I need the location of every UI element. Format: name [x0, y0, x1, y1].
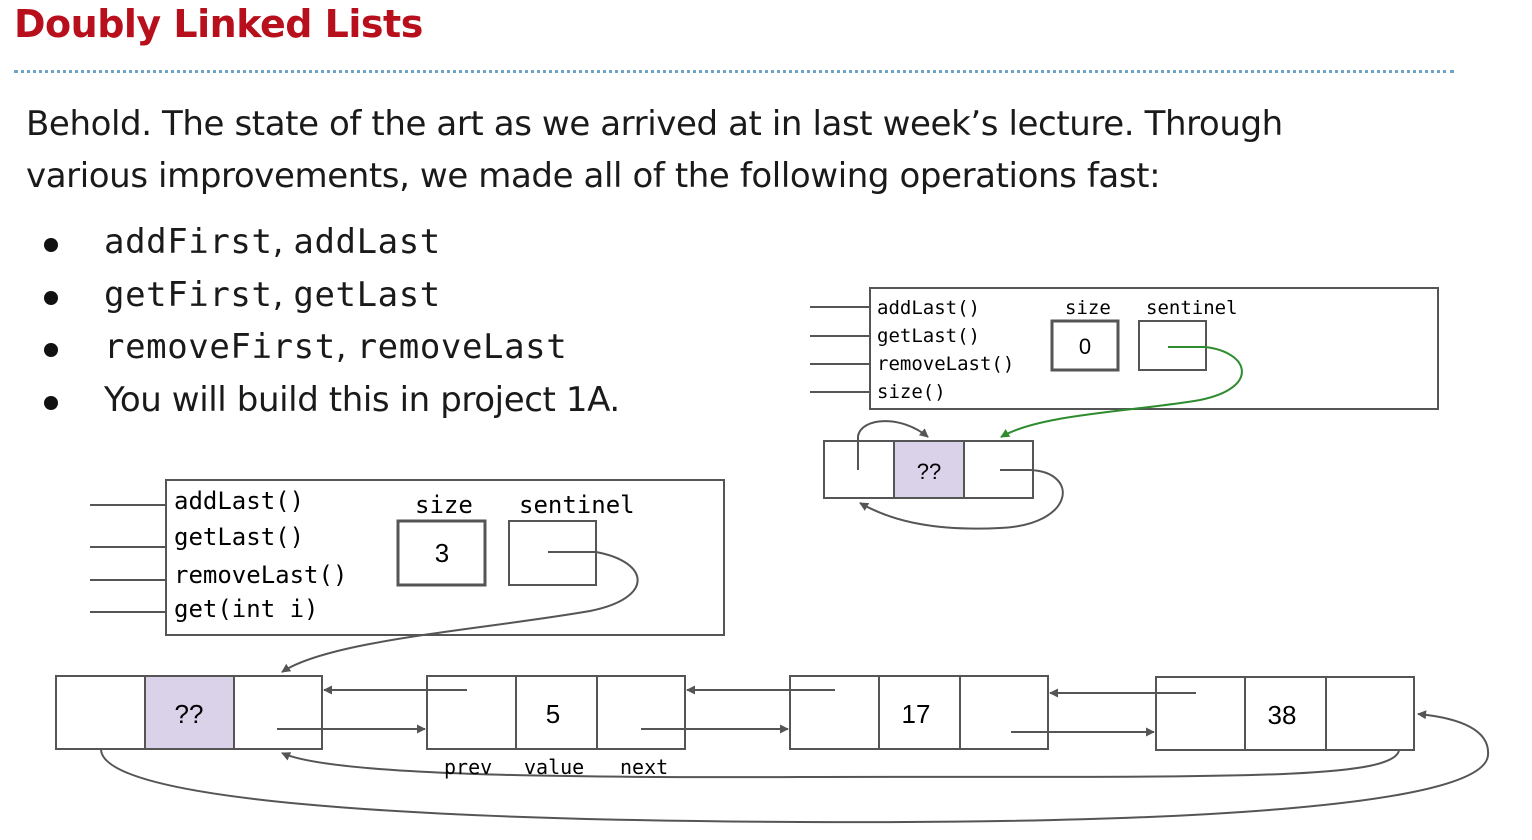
full-list-diagram: addLast() getLast() removeLast() get(int… [55, 479, 1490, 824]
self-next-arrow [859, 469, 1064, 530]
node-value-cell [515, 675, 598, 750]
code-addFirst: addFirst [104, 222, 273, 262]
node-prev-cell [789, 675, 880, 750]
bullet-dot-icon [44, 290, 58, 305]
method-label: addLast() [877, 297, 980, 319]
node-prev-cell [55, 675, 146, 750]
size-value: 0 [1079, 334, 1091, 359]
empty-list-diagram: addLast() getLast() removeLast() size() … [810, 287, 1439, 530]
value-field-label: value [524, 755, 584, 779]
node-value-cell [878, 675, 961, 750]
empty-list-object [869, 287, 1439, 410]
title-divider [14, 70, 1454, 73]
separator: , [335, 327, 357, 367]
method-label: removeLast() [877, 353, 1014, 375]
method-label: size() [877, 381, 946, 403]
intro-line-1: Behold. The state of the art as we arriv… [26, 104, 1283, 144]
code-removeLast: removeLast [356, 327, 568, 367]
intro-line-2: various improvements, we made all of the… [26, 156, 1161, 196]
sentinel-value: ?? [917, 459, 941, 484]
self-prev-arrow [857, 420, 929, 470]
sentinel-value: ?? [175, 699, 204, 729]
bullet-project: You will build this in project 1A. [40, 374, 620, 427]
node-value: 5 [546, 699, 560, 729]
last-next-to-sentinel-arrow [281, 749, 1400, 779]
size-field-label: size [415, 491, 473, 519]
sentinel-value-cell [144, 675, 235, 750]
sentinel-field-label: sentinel [519, 491, 635, 519]
code-getLast: getLast [293, 274, 441, 315]
separator: , [272, 222, 294, 262]
sentinel-value-cell [893, 440, 965, 499]
bullet-dot-icon [44, 343, 58, 357]
operations-list: addFirst, addLast getFirst, getLast remo… [40, 216, 620, 426]
next-field-label: next [620, 755, 668, 779]
node-prev-cell [426, 675, 517, 750]
node-value: 17 [902, 699, 931, 729]
node-next-cell [233, 675, 323, 750]
sentinel-field-label: sentinel [1146, 297, 1238, 319]
code-getFirst: getFirst [104, 274, 273, 315]
method-label: getLast() [877, 325, 980, 347]
sentinel-pointer-arrow [1000, 346, 1243, 438]
prev-field-label: prev [444, 755, 492, 779]
bullet-get: getFirst, getLast [40, 269, 620, 322]
intro-paragraph: Behold. The state of the art as we arriv… [26, 98, 1426, 202]
bullet-add: addFirst, addLast [40, 216, 620, 269]
sentinel-pointer-arrow [281, 551, 639, 673]
size-value: 3 [435, 538, 449, 568]
node-next-cell [1325, 676, 1415, 751]
node-value: 38 [1268, 700, 1297, 730]
node-next-cell [596, 675, 686, 750]
method-label: get(int i) [174, 595, 319, 623]
sentinel-prev-to-last-arrow [100, 710, 1490, 824]
project-note: You will build this in project 1A. [104, 379, 620, 420]
full-list-object [165, 479, 725, 636]
slide-title: Doubly Linked Lists [14, 2, 423, 46]
node-value-cell [1244, 676, 1327, 751]
bullet-remove: removeFirst, removeLast [40, 321, 620, 374]
method-label: getLast() [174, 523, 304, 551]
separator: , [272, 274, 294, 315]
bullet-dot-icon [44, 238, 58, 252]
size-field-label: size [1065, 297, 1111, 319]
code-removeFirst: removeFirst [104, 327, 336, 367]
node-prev-cell [1155, 676, 1246, 751]
bullet-dot-icon [44, 395, 58, 410]
method-label: removeLast() [174, 561, 347, 589]
size-box [1050, 319, 1120, 372]
node-next-cell [959, 675, 1049, 750]
sentinel-pointer-box [1138, 320, 1207, 371]
method-label: addLast() [174, 487, 304, 515]
code-addLast: addLast [293, 222, 441, 262]
size-box [396, 519, 487, 587]
